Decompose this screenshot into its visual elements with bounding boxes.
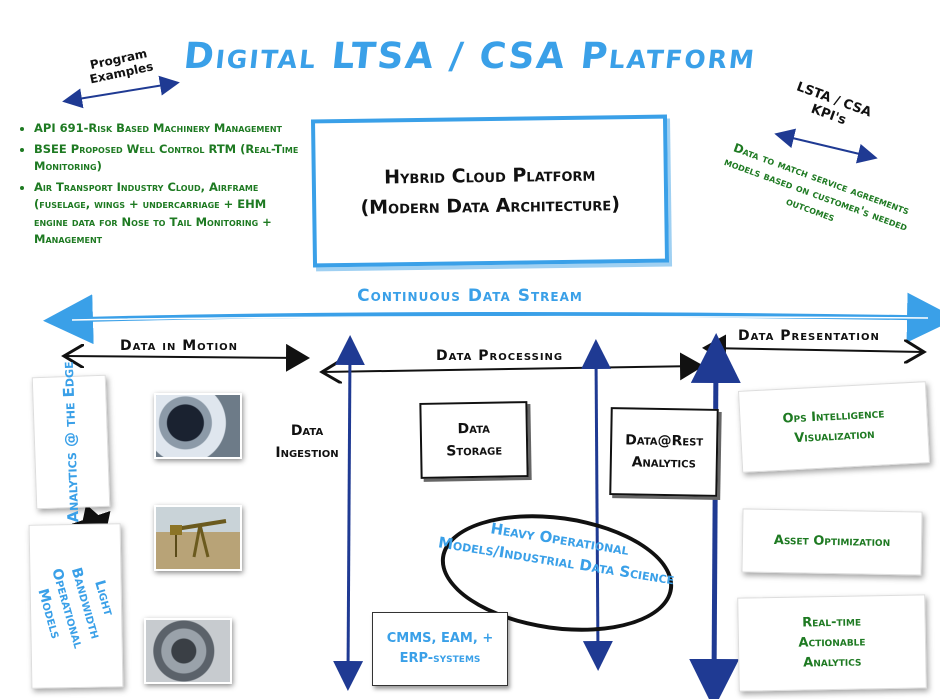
program-examples-arrow [62, 75, 180, 109]
continuous-data-stream-label: Continuous Data Stream [357, 286, 583, 306]
data-processing-label: Data Processing [436, 348, 564, 364]
ops-intelligence-card: Ops Intelligence Visualization [737, 381, 931, 473]
hybrid-cloud-platform-box: Hybrid Cloud Platform (Modern Data Archi… [310, 114, 670, 268]
light-bandwidth-text: Light Bandwidth Operational Models [34, 565, 117, 651]
data-ingestion-line2: Ingestion [275, 445, 339, 461]
realtime-line2: Actionable [798, 634, 866, 651]
ops-line2: Visualization [793, 426, 876, 447]
hybrid-cloud-subtitle: (Modern Data Architecture) [360, 193, 621, 219]
continuous-stream-arrow-inner [71, 315, 929, 321]
data-in-motion-label: Data in Motion [120, 338, 239, 354]
program-example-item: API 691-Risk Based Machinery Management [34, 120, 302, 138]
pumpjack-photo [154, 505, 242, 571]
data-storage-line2: Storage [446, 442, 503, 460]
data-storage-line1: Data [457, 420, 491, 438]
asset-optimization-card: Asset Optimization [741, 508, 923, 576]
asset-optimization-text: Asset Optimization [773, 532, 891, 551]
data-ingestion-label: Data Ingestion [262, 420, 352, 464]
turbine-photo [154, 393, 242, 459]
cmms-line2: ERP-systems [399, 651, 481, 666]
light-bandwidth-card: Light Bandwidth Operational Models [28, 523, 124, 689]
data-processing-arrow [322, 366, 700, 372]
data-storage-box: Data Storage [419, 401, 529, 479]
data-presentation-label: Data Presentation [738, 328, 880, 344]
continuous-stream-arrow [43, 292, 940, 345]
vertical-arrow-presentation [689, 333, 741, 699]
data-rest-analytics-box: Data@Rest Analytics [609, 407, 719, 497]
program-examples-list: API 691-Risk Based Machinery Management … [18, 120, 302, 252]
program-example-item: BSEE Proposed Well Control RTM (Real-Tim… [34, 141, 302, 176]
realtime-line3: Analytics [803, 654, 862, 671]
kpi-arrow [774, 128, 878, 164]
pumpjack-icon [170, 519, 227, 558]
data-rest-line2: Analytics [631, 454, 697, 472]
data-in-motion-arrow [64, 356, 306, 358]
data-ingestion-line1: Data [290, 423, 324, 439]
program-example-item: Air Transport Industry Cloud, Airframe (… [34, 179, 302, 249]
hybrid-cloud-title: Hybrid Cloud Platform [384, 163, 596, 189]
vertical-arrow-rest [581, 339, 613, 671]
analytics-edge-text: Analytics @ the Edge [59, 361, 83, 523]
engine-photo [144, 618, 232, 684]
data-rest-line1: Data@Rest [625, 432, 704, 450]
vertical-arrow-ingestion [333, 335, 365, 691]
realtime-analytics-card: Real-time Actionable Analytics [737, 594, 927, 692]
data-presentation-arrow [706, 348, 924, 352]
cmms-line1: CMMS, EAM, + [386, 631, 494, 646]
realtime-line1: Real-time [802, 614, 862, 631]
analytics-edge-card: Analytics @ the Edge [31, 361, 111, 523]
cmms-eam-erp-card: CMMS, EAM, + ERP-systems [372, 612, 508, 686]
